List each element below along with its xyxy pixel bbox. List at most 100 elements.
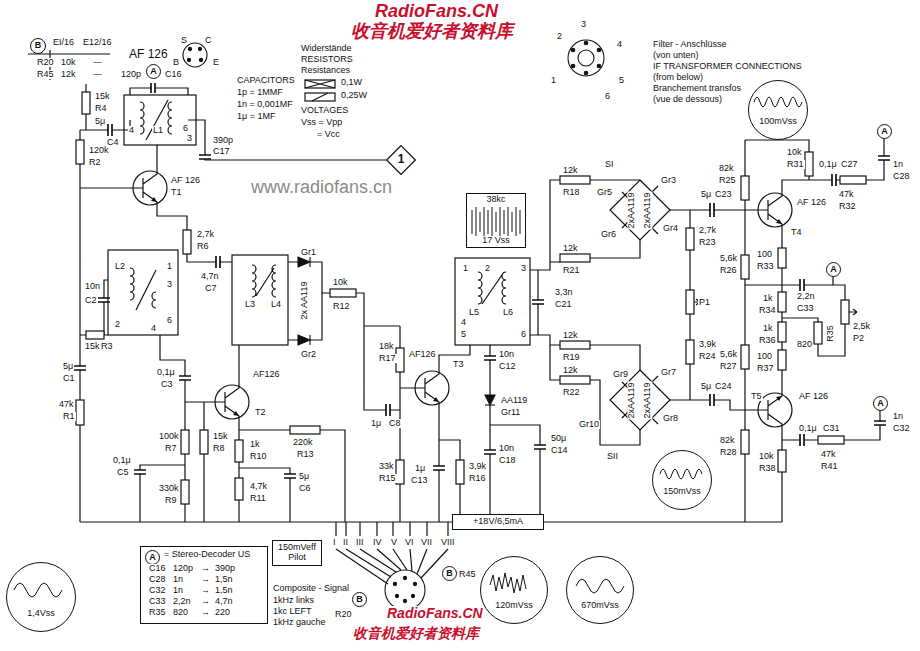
part-label: 5,6k xyxy=(719,254,738,263)
part-label: L4 xyxy=(270,300,282,309)
part-label: → xyxy=(200,597,211,606)
part-label: 820 xyxy=(172,608,189,617)
resistor-symbol xyxy=(560,376,590,384)
part-label: P1 xyxy=(698,298,711,307)
part-label: 5,6k xyxy=(719,350,738,359)
diode-symbol xyxy=(298,257,495,405)
resistor-symbol xyxy=(778,292,786,312)
pinout-drawing xyxy=(578,50,594,66)
part-label: IF TRANSFORMER CONNECTIONS xyxy=(652,62,803,71)
part-value: R35 xyxy=(825,324,834,343)
part-label: R20 xyxy=(334,610,353,619)
resistor-symbol xyxy=(741,430,749,454)
part-label: C16 xyxy=(148,564,167,573)
resistor-symbol xyxy=(686,228,694,250)
watermark: 收音机爱好者资料库 xyxy=(352,626,480,640)
part-label: SII xyxy=(606,452,619,461)
part-label: SI xyxy=(604,160,615,169)
part-label: C28 xyxy=(892,172,911,181)
part-label: R21 xyxy=(562,266,581,275)
part-label: 12k xyxy=(562,366,579,375)
marker-circle: B xyxy=(352,592,367,607)
scope-trace: 120mVss xyxy=(480,556,548,624)
pinout-drawing xyxy=(571,48,575,52)
part-type: AF 126 xyxy=(128,48,169,60)
part-label: 12k xyxy=(562,244,579,253)
part-label: R3 xyxy=(100,342,114,351)
part-label: 220 xyxy=(214,608,231,617)
part-label: III xyxy=(355,538,365,547)
coil-can xyxy=(124,95,196,145)
part-label: 4,7n xyxy=(200,272,220,281)
part-label: C3 xyxy=(160,380,174,389)
part-label: 0,25W xyxy=(340,91,368,100)
resistor-symbol xyxy=(841,300,849,324)
part-label: T3 xyxy=(452,360,465,369)
part-label: C xyxy=(204,36,213,45)
diode-symbol xyxy=(309,335,310,345)
part-label: Gr11 xyxy=(500,408,521,417)
part-label: 100k xyxy=(158,432,180,441)
part-label: R20 xyxy=(36,58,55,67)
part-label: 5μ xyxy=(700,382,712,391)
resistor-symbol xyxy=(200,430,208,454)
resistor-symbol xyxy=(86,331,104,339)
part-label: C33 xyxy=(148,597,167,606)
part-label: AF 126 xyxy=(798,392,829,401)
part-label: 1,5n xyxy=(214,586,234,595)
part-label: 2 xyxy=(484,264,491,273)
part-label: B xyxy=(172,58,180,67)
scope-trace: 150mVss xyxy=(652,450,712,510)
part-label: — xyxy=(92,58,103,67)
resistor-symbol xyxy=(74,367,86,370)
part-label: 0,1μ xyxy=(112,456,132,465)
node-text: 38kc xyxy=(485,195,506,205)
part-label: 2,2n xyxy=(172,597,192,606)
coil-winding xyxy=(130,100,506,310)
part-label: 10n xyxy=(498,444,515,453)
marker-circle: A xyxy=(146,64,161,79)
coil-can xyxy=(108,250,178,335)
pinout-drawing xyxy=(385,570,425,610)
part-label: 12k xyxy=(562,331,579,340)
scope-waveform xyxy=(14,97,802,597)
marker-circle: B xyxy=(30,38,46,54)
scope-waveform xyxy=(660,469,702,479)
part-label: 4,7n xyxy=(214,597,234,606)
part-label: C14 xyxy=(550,446,569,455)
part-label: 18k xyxy=(378,342,395,351)
part-label: R36 xyxy=(758,336,777,345)
marker-circle: A xyxy=(145,550,160,565)
part-label: 1 xyxy=(166,262,173,271)
part-label: → xyxy=(200,586,211,595)
part-label: Vss = Vpp xyxy=(300,118,343,127)
part-label: 100 xyxy=(756,352,773,361)
resistor-symbol xyxy=(456,460,464,484)
watermark: RadioFans.CN xyxy=(386,606,484,620)
resistor-symbol xyxy=(235,478,243,500)
part-label: 12k xyxy=(60,70,77,79)
node-text: B xyxy=(355,595,364,605)
part-label: 33k xyxy=(378,462,395,471)
part-label: 1n xyxy=(172,586,184,595)
node-text: 150mVss xyxy=(662,487,702,497)
part-label: 15k xyxy=(94,92,111,101)
coil-can xyxy=(455,258,530,345)
part-label: 0,1μ xyxy=(156,368,176,377)
resistor-symbol xyxy=(560,176,590,184)
resistor-symbol xyxy=(181,430,189,454)
part-label: 10n xyxy=(84,282,101,291)
part-label: 4 xyxy=(128,126,135,135)
part-label: (vue de dessous) xyxy=(652,95,723,104)
resistor-symbol xyxy=(686,340,694,364)
part-label: 2 xyxy=(556,32,563,41)
part-label: R23 xyxy=(698,238,717,247)
pinout-drawing xyxy=(183,40,604,610)
part-label: 1k xyxy=(762,294,774,303)
capacitor-symbol xyxy=(710,156,890,446)
diode-symbol xyxy=(485,404,495,405)
resistor-symbol xyxy=(235,440,243,462)
part-label: 10k xyxy=(786,148,803,157)
part-label: 3,9k xyxy=(468,462,487,471)
watermark: RadioFans.CN xyxy=(374,2,499,20)
